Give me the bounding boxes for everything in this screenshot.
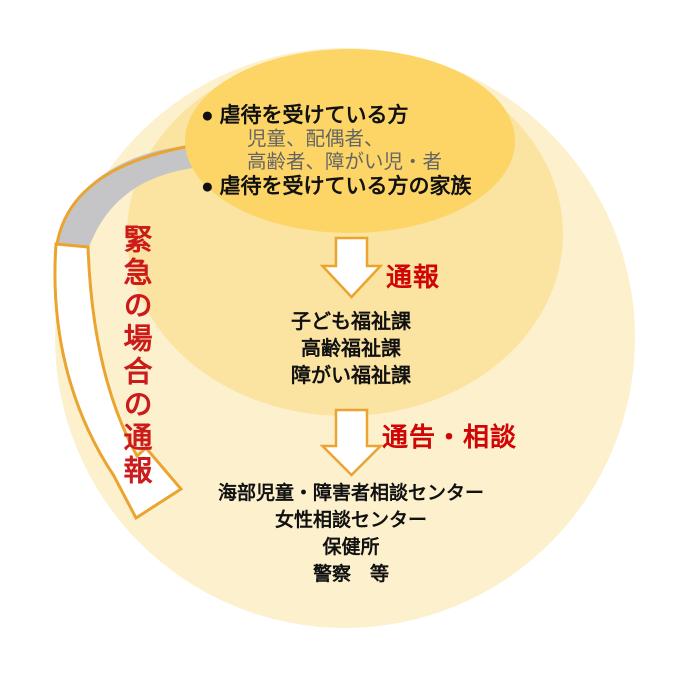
notify-consult-label: 通告・相談 (382, 422, 518, 452)
victim-line-detail-1: 児童、配偶者、 (247, 127, 384, 150)
organization-item: 警察 等 (312, 564, 389, 585)
emergency-arrow-arc (55, 142, 203, 245)
down-arrow-2 (319, 408, 384, 477)
down-arrow-1 (319, 236, 384, 299)
report-label: 通報 (386, 262, 441, 292)
department-item: 障がい福祉課 (291, 365, 411, 387)
top-ellipse (185, 49, 515, 233)
emergency-report-label: 緊急の場合の通報 (119, 224, 151, 488)
victim-list: ● 虐待を受けている方 児童、配偶者、 高齢者、障がい児・者 ● 虐待を受けてい… (201, 104, 472, 198)
victim-line-detail-2: 高齢者、障がい児・者 (247, 151, 443, 173)
municipal-departments: 子ども福祉課 高齢福祉課 障がい福祉課 (101, 309, 601, 390)
organization-item: 保健所 (322, 537, 380, 558)
emergency-curved-arrow (53, 242, 184, 521)
victim-line-header-1: ● 虐待を受けている方 (201, 104, 409, 127)
department-item: 高齢福祉課 (301, 338, 401, 360)
victim-line-header-2: ● 虐待を受けている方の家族 (201, 174, 472, 198)
external-organizations: 海部児童・障害者相談センター 女性相談センター 保健所 警察 等 (101, 480, 601, 588)
organization-item: 海部児童・障害者相談センター (217, 483, 484, 504)
gray-band (57, 143, 200, 247)
organization-item: 女性相談センター (274, 510, 427, 531)
department-item: 子ども福祉課 (291, 311, 411, 333)
